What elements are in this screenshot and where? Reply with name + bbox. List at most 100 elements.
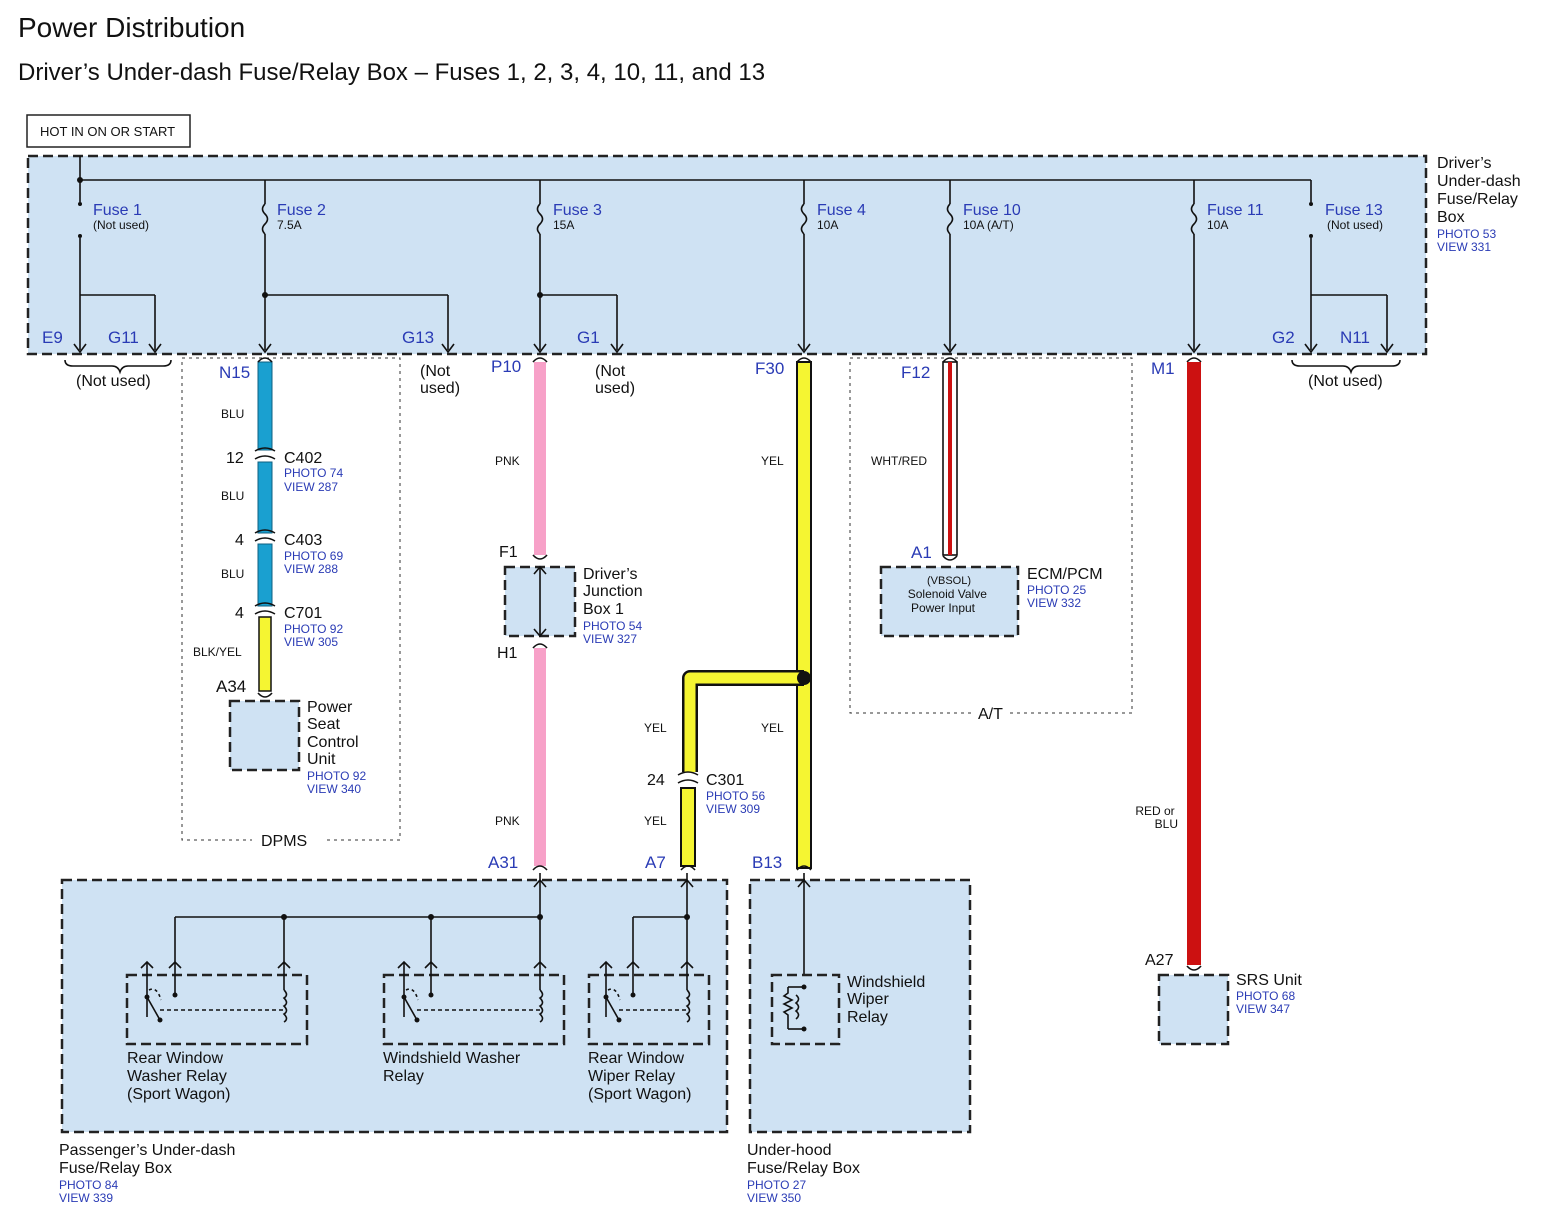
terminal-p10: P10 [491, 357, 521, 376]
page-subtitle: Driver’s Under-dash Fuse/Relay Box – Fus… [18, 59, 765, 86]
fuse-10-label: Fuse 10 [963, 202, 1021, 219]
srs-view: VIEW 347 [1236, 1002, 1290, 1016]
rear-window-washer-relay [125, 960, 309, 1046]
srs-pin: A27 [1145, 952, 1174, 969]
wire-yel-main [796, 361, 812, 869]
wire-blu-1 [257, 361, 273, 451]
c402-photo: PHOTO 74 [284, 466, 343, 480]
wire-color-red-or-blu: RED or BLU [1135, 804, 1178, 831]
c403-photo: PHOTO 69 [284, 549, 343, 563]
ecm-pin: A1 [911, 543, 932, 562]
fuse-13 [1304, 180, 1394, 354]
passenger-box-view: VIEW 339 [59, 1191, 113, 1205]
passenger-box-pin-a31: A31 [488, 853, 518, 872]
junction-box-name: Driver’s Junction Box 1 [583, 566, 647, 618]
power-seat-view: VIEW 340 [307, 782, 361, 796]
fuse-11-label: Fuse 11 [1207, 202, 1264, 219]
terminal-n15: N15 [219, 363, 250, 382]
fuse-2-label: Fuse 2 [277, 202, 326, 219]
fuse-11 [1187, 180, 1201, 354]
fuse-2-rating: 7.5A [277, 218, 302, 232]
junction-box-pin-top: F1 [499, 544, 518, 561]
terminal-g2: G2 [1272, 328, 1295, 347]
fuse-4-label: Fuse 4 [817, 202, 866, 219]
not-used-right: (Not used) [1308, 373, 1383, 390]
junction-box-photo: PHOTO 54 [583, 619, 642, 633]
fuse-13-label: Fuse 13 [1325, 202, 1383, 219]
wire-color-pnk-1: PNK [495, 454, 520, 468]
passenger-box-name: Passenger’s Under-dash Fuse/Relay Box [59, 1142, 240, 1177]
wire-color-yel-1: YEL [761, 454, 784, 468]
wire-color-wht-red: WHT/RED [871, 454, 927, 468]
wire-yel-branch [684, 672, 804, 772]
windshield-washer-relay [382, 960, 566, 1046]
wire-color-yel-4: YEL [644, 814, 667, 828]
ecm-pcm-unit [879, 565, 1020, 638]
page-title: Power Distribution [18, 12, 245, 43]
terminal-n11: N11 [1340, 328, 1370, 347]
ecm-signal: (VBSOL) [927, 575, 971, 587]
at-region [849, 357, 1133, 714]
wire-color-yel-2: YEL [761, 721, 784, 735]
wire-color-yel-3: YEL [644, 721, 667, 735]
wire-pnk-1 [534, 362, 546, 555]
fuse-4-rating: 10A [817, 218, 838, 232]
fuse-3-label: Fuse 3 [553, 202, 602, 219]
ecm-photo: PHOTO 25 [1027, 583, 1086, 597]
fuse-11-rating: 10A [1207, 218, 1228, 232]
junction-box-pin-bottom: H1 [497, 645, 518, 662]
under-hood-box-photo: PHOTO 27 [747, 1178, 806, 1192]
driver-fuse-box-view: VIEW 331 [1437, 240, 1491, 254]
power-seat-name: Power Seat Control Unit [307, 699, 363, 768]
fuse-10 [943, 180, 957, 354]
fuse-4 [797, 180, 811, 354]
fuse-2 [258, 180, 455, 354]
c403-view: VIEW 288 [284, 562, 338, 576]
junction-box-view: VIEW 327 [583, 632, 637, 646]
terminal-f12: F12 [901, 363, 930, 382]
under-hood-pin-b13: B13 [752, 853, 782, 872]
c301-photo: PHOTO 56 [706, 789, 765, 803]
c701-view: VIEW 305 [284, 635, 338, 649]
fuse-1-label: Fuse 1 [93, 202, 142, 219]
fuse-1-rating: (Not used) [93, 218, 149, 232]
c403-pin: 4 [235, 532, 244, 549]
wire-red-or-blu [1187, 362, 1201, 965]
wire-pnk-2 [534, 648, 546, 866]
passenger-box-photo: PHOTO 84 [59, 1178, 118, 1192]
driver-under-dash-fuse-box [26, 154, 1428, 356]
ecm-name: ECM/PCM [1027, 566, 1103, 583]
driver-fuse-box-photo: PHOTO 53 [1437, 227, 1496, 241]
fuse-10-rating: 10A (A/T) [963, 218, 1014, 232]
wire-blk-yel [258, 616, 272, 692]
wire-color-pnk-2: PNK [495, 814, 520, 828]
c403-name: C403 [284, 532, 322, 549]
driver-fuse-box-name: Driver’s Under-dash Fuse/Relay Box [1437, 155, 1525, 226]
c701-pin: 4 [235, 605, 244, 622]
c701-photo: PHOTO 92 [284, 622, 343, 636]
not-used-left: (Not used) [76, 373, 151, 390]
under-hood-box-view: VIEW 350 [747, 1191, 801, 1205]
wire-blu-2 [257, 461, 273, 534]
terminal-g1: G1 [577, 328, 600, 347]
terminal-g11: G11 [108, 328, 139, 347]
passenger-box-pin-a7: A7 [645, 853, 666, 872]
terminal-g13: G13 [402, 328, 434, 347]
terminal-m1: M1 [1151, 359, 1175, 378]
wire-color-blu-3: BLU [221, 567, 244, 581]
ecm-function: Solenoid Valve Power Input [908, 587, 991, 615]
windshield-wiper-relay-label: Windshield Wiper Relay [847, 974, 930, 1026]
srs-photo: PHOTO 68 [1236, 989, 1295, 1003]
c701-name: C701 [284, 605, 322, 622]
dpms-label: DPMS [261, 833, 307, 850]
c402-pin: 12 [226, 450, 244, 467]
fuse-3-rating: 15A [553, 218, 574, 232]
power-seat-control-unit [228, 699, 301, 772]
c301-name: C301 [706, 772, 744, 789]
srs-name: SRS Unit [1236, 972, 1302, 989]
wire-yel-c301 [680, 787, 696, 867]
hot-label-box [26, 114, 191, 148]
connector-c403-symbol [254, 529, 276, 542]
c402-view: VIEW 287 [284, 480, 338, 494]
